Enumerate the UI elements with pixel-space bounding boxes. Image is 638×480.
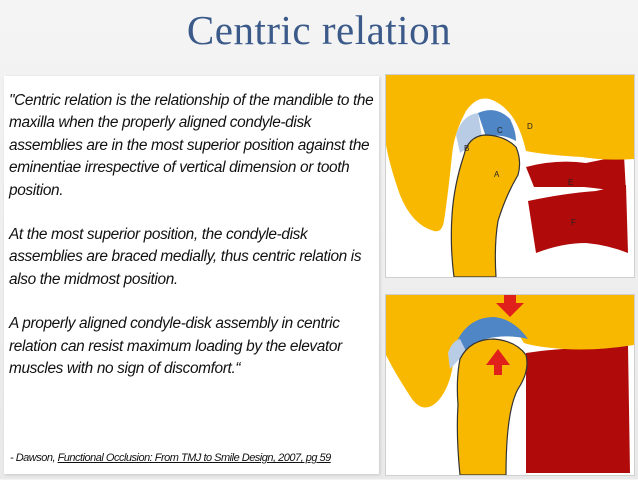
slide-title: Centric relation (186, 7, 452, 53)
arrow-up (486, 349, 510, 375)
disk-light (448, 339, 466, 369)
arrow-down (496, 295, 524, 317)
temporal-bone (386, 295, 634, 408)
quote-text: "Centric relation is the relationship of… (9, 90, 379, 402)
label-f: F (571, 218, 576, 227)
quote-panel (4, 76, 379, 474)
label-b: B (464, 144, 469, 153)
citation: - Dawson, Functional Occlusion: From TMJ… (10, 452, 378, 464)
temporal-bone (386, 75, 634, 232)
tmj-diagram-loaded (385, 294, 635, 476)
disk-posterior (456, 113, 482, 153)
citation-prefix: - Dawson, (10, 452, 58, 464)
label-a: A (494, 170, 500, 179)
quote-paragraph-2: At the most superior position, the condy… (9, 226, 362, 288)
label-c: C (497, 126, 503, 135)
tmj-diagram-labeled: A B C D E F (385, 74, 635, 278)
muscle-f (528, 185, 628, 253)
label-d: D (527, 122, 533, 131)
disk-central (478, 110, 516, 141)
quote-paragraph-3: A properly aligned condyle-disk assembly… (9, 315, 342, 378)
muscle (526, 345, 630, 473)
tmj-diagram-labeled-svg: A B C D E F (386, 75, 634, 278)
muscle-e (526, 155, 626, 193)
citation-suffix: , 2007, pg 59 (273, 452, 331, 464)
condyle (450, 134, 521, 278)
citation-book: Functional Occlusion: From TMJ to Smile … (57, 452, 274, 464)
tmj-diagram-loaded-svg (386, 295, 634, 476)
quote-paragraph-1: "Centric relation is the relationship of… (9, 92, 374, 199)
condyle (456, 338, 528, 476)
label-e: E (568, 178, 573, 187)
